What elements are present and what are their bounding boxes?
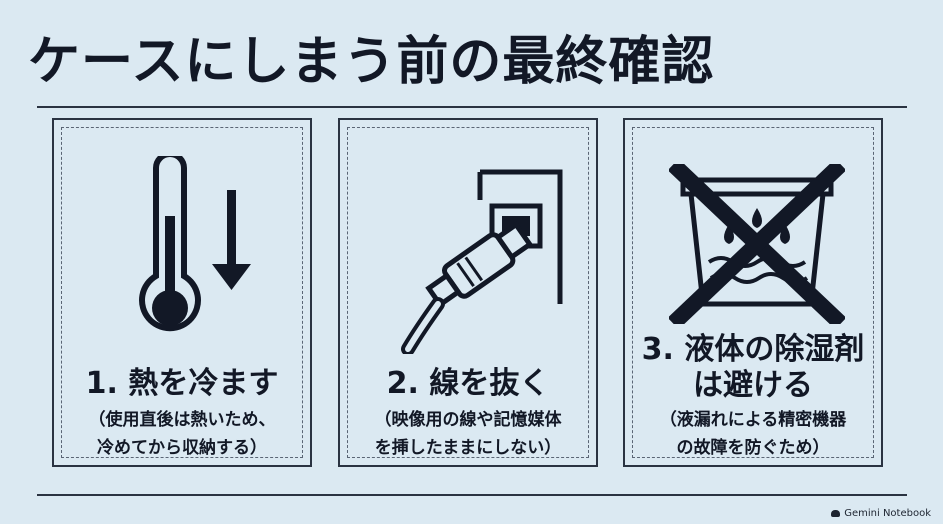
step-card-avoid-liquid-desiccant: 3. 液体の除湿剤 は避ける （液漏れによる精密機器 の故障を防ぐため）: [623, 118, 883, 467]
top-divider: [37, 106, 907, 108]
step-note-line: の故障を防ぐため）: [676, 438, 830, 458]
step-note-line: を挿したままにしない）: [374, 438, 562, 458]
step-note-line: （映像用の線や記憶媒体: [374, 410, 562, 430]
page-title: ケースにしまう前の最終確認: [28, 32, 715, 92]
brand-watermark: Gemini Notebook: [831, 508, 931, 519]
brand-label: Gemini Notebook: [844, 508, 931, 519]
step-card-cool-down: 1. 熱を冷ます （使用直後は熱いため、 冷めてから収納する）: [52, 118, 312, 467]
plug-unplug-icon: [401, 169, 563, 354]
step-note-line: 冷めてから収納する）: [97, 438, 267, 458]
step-note-line: （使用直後は熱いため、: [88, 410, 276, 430]
step-heading: 3. 液体の除湿剤: [641, 332, 865, 367]
card-dashed-border: [61, 127, 303, 458]
step-note-line: （液漏れによる精密機器: [659, 410, 847, 430]
thermometer-down-icon: [139, 156, 251, 332]
step-card-unplug: 2. 線を抜く （映像用の線や記憶媒体 を挿したままにしない）: [338, 118, 598, 467]
brand-logo-icon: [831, 510, 841, 517]
step-heading: 2. 線を抜く: [386, 366, 550, 401]
card-dashed-border: [347, 127, 589, 458]
bottom-divider: [37, 494, 907, 496]
step-heading: 1. 熱を冷ます: [85, 366, 279, 401]
no-liquid-desiccant-icon: [669, 164, 845, 324]
step-heading: は避ける: [693, 368, 813, 403]
card-dashed-border: [632, 127, 874, 458]
